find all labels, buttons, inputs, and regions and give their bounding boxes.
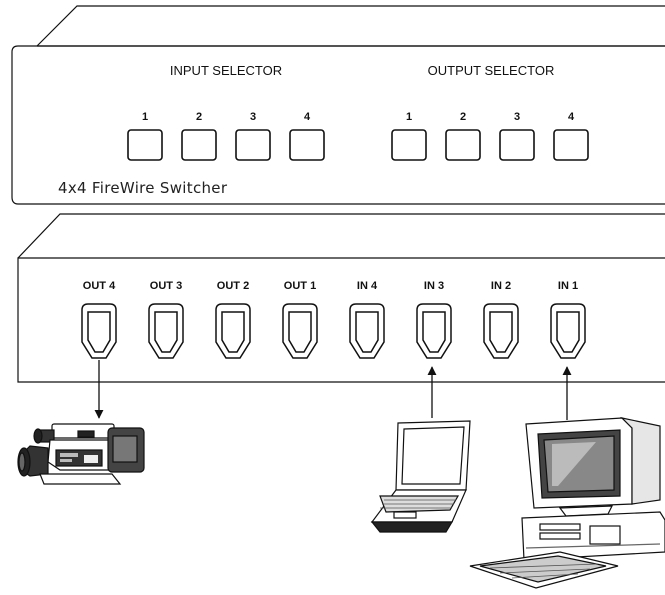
input-selector-button-1[interactable]: 1	[127, 111, 163, 161]
output-selector-button-label: 2	[460, 111, 466, 123]
input-selector-button-face[interactable]	[181, 129, 217, 161]
input-selector-button-face[interactable]	[289, 129, 325, 161]
output-selector-button-face[interactable]	[391, 129, 427, 161]
output-selector-button-3[interactable]: 3	[499, 111, 535, 161]
port-in2[interactable]: IN 2	[483, 280, 519, 359]
front-top-edge	[36, 5, 665, 47]
output-selector-title: OUTPUT SELECTOR	[428, 63, 555, 78]
port-in4[interactable]: IN 4	[349, 280, 385, 359]
firewire-port-inner	[221, 311, 245, 353]
front-panel: INPUT SELECTOR OUTPUT SELECTOR 1 2 3 4 1 2 3 4…	[11, 5, 665, 205]
rear-port-row: OUT 4 OUT 3 OUT 2 OUT 1 IN 4 IN 3 IN 2 IN 1	[81, 280, 586, 359]
port-out3[interactable]: OUT 3	[148, 280, 184, 359]
output-selector-button-label: 4	[568, 111, 575, 123]
port-out2[interactable]: OUT 2	[215, 280, 251, 359]
firewire-port-inner	[355, 311, 379, 353]
firewire-port-inner	[489, 311, 513, 353]
desktop-computer-icon	[469, 416, 665, 589]
port-in3[interactable]: IN 3	[416, 280, 452, 359]
model-name: 4x4 FireWire Switcher	[58, 179, 228, 197]
output-selector-button-label: 1	[406, 111, 412, 123]
input-selector-button-face[interactable]	[235, 129, 271, 161]
input-selector-button-3[interactable]: 3	[235, 111, 271, 161]
output-selector-button-1[interactable]: 1	[391, 111, 427, 161]
output-selector-button-2[interactable]: 2	[445, 111, 481, 161]
input-selector-button-label: 1	[142, 111, 148, 123]
input-selector-buttons: 1 2 3 4	[127, 111, 325, 161]
input-selector-button-2[interactable]: 2	[181, 111, 217, 161]
output-selector-buttons: 1 2 3 4	[391, 111, 589, 161]
port-in1[interactable]: IN 1	[550, 280, 586, 359]
output-selector-button-face[interactable]	[445, 129, 481, 161]
firewire-port-inner	[422, 311, 446, 353]
port-label: IN 4	[357, 280, 378, 292]
firewire-port-inner	[288, 311, 312, 353]
port-out1[interactable]: OUT 1	[282, 280, 318, 359]
input-selector-button-label: 2	[196, 111, 202, 123]
output-selector-button-4[interactable]: 4	[553, 111, 589, 161]
port-label: OUT 4	[83, 280, 116, 292]
output-selector-button-face[interactable]	[499, 129, 535, 161]
port-label: OUT 3	[150, 280, 182, 292]
input-selector-button-label: 4	[304, 111, 311, 123]
front-panel-face	[11, 45, 665, 205]
firewire-port-inner	[154, 311, 178, 353]
input-selector-button-label: 3	[250, 111, 256, 123]
rear-panel: OUT 4 OUT 3 OUT 2 OUT 1 IN 4 IN 3 IN 2 IN 1	[17, 213, 665, 383]
output-selector-button-face[interactable]	[553, 129, 589, 161]
camcorder-icon	[17, 423, 145, 485]
port-label: OUT 1	[284, 280, 316, 292]
input-selector-button-face[interactable]	[127, 129, 163, 161]
port-out4[interactable]: OUT 4	[81, 280, 117, 359]
output-selector-button-label: 3	[514, 111, 520, 123]
input-selector-button-4[interactable]: 4	[289, 111, 325, 161]
port-label: IN 3	[424, 280, 444, 292]
port-label: IN 2	[491, 280, 511, 292]
laptop-icon	[370, 420, 471, 533]
firewire-port-inner	[87, 311, 111, 353]
input-selector-title: INPUT SELECTOR	[170, 63, 282, 78]
port-label: OUT 2	[217, 280, 249, 292]
port-label: IN 1	[558, 280, 578, 292]
connection-arrows	[94, 360, 572, 420]
rear-top-edge	[17, 213, 665, 259]
rear-panel-face	[17, 257, 665, 383]
firewire-port-inner	[556, 311, 580, 353]
